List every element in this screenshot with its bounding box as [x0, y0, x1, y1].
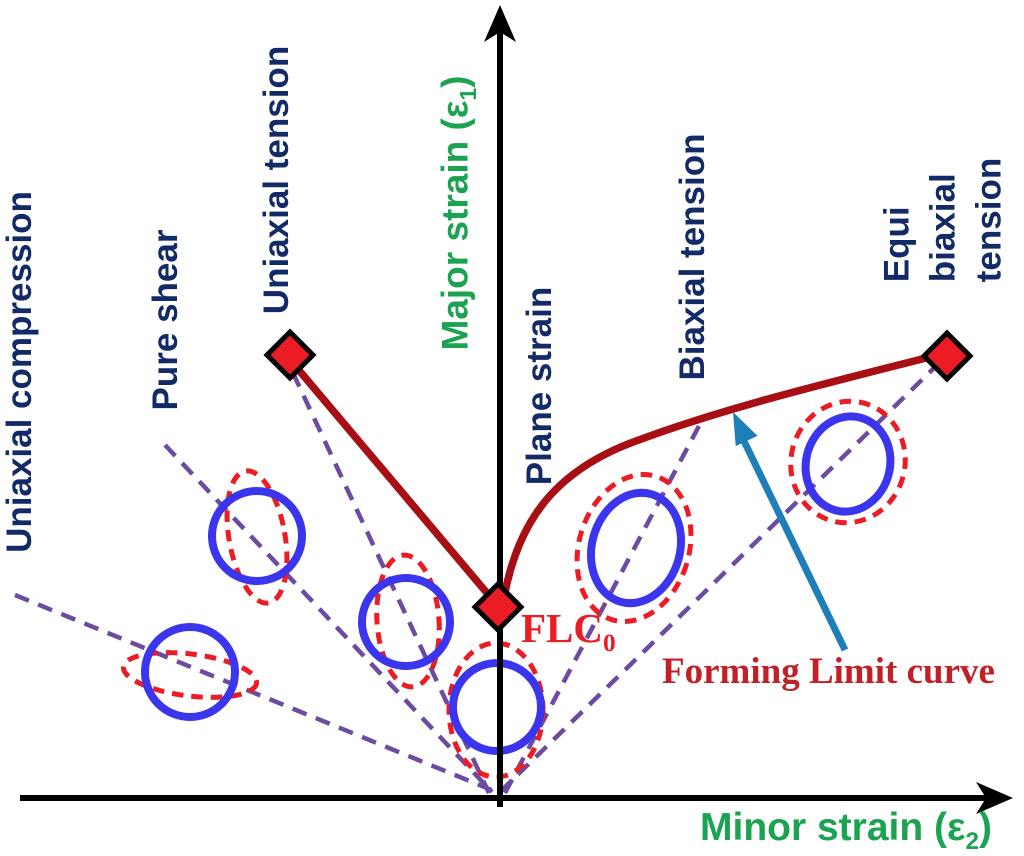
- path-line-pure-shear: [163, 443, 494, 794]
- deformed-ellipse-pure-shear: [224, 468, 290, 606]
- diamond-equi-biaxial: [920, 329, 974, 383]
- y-axis-label-sub: 1: [454, 87, 481, 101]
- path-label-equi-biaxial-tension: Equi biaxial tension: [877, 157, 1010, 283]
- circle-uniaxial-tension: [358, 574, 454, 670]
- path-line-equi-biaxial-tension: [498, 366, 936, 794]
- diamond-uniaxial-tension: [263, 328, 317, 382]
- flc0-label-sub: 0: [603, 629, 616, 658]
- path-line-biaxial-tension: [503, 422, 702, 795]
- diamond-flc0: [471, 580, 525, 634]
- path-label-uniaxial-compression: Uniaxial compression: [0, 191, 39, 553]
- flc0-label-text: FLC: [521, 605, 603, 651]
- annotation-arrow-head: [733, 412, 758, 447]
- y-axis-label: Major strain (ε1): [432, 76, 481, 351]
- path-line-uniaxial-compression: [14, 592, 495, 794]
- x-axis-label: Minor strain (ε2): [700, 806, 992, 853]
- circle-biaxial-tension: [586, 488, 686, 608]
- path-label-plane-strain: Plane strain: [519, 286, 559, 486]
- deformed-ellipse-uniaxial-tension: [374, 552, 442, 690]
- circle-uniaxial-compression: [141, 623, 239, 721]
- deformed-ellipse-uniaxial-compression: [120, 650, 260, 700]
- forming-limit-curve-label: Forming Limit curve: [662, 651, 995, 692]
- path-label-uniaxial-tension: Uniaxial tension: [256, 45, 296, 315]
- y-axis-arrowhead: [484, 5, 516, 42]
- flc-curve-left-branch: [288, 358, 496, 603]
- x-axis-label-close: ): [978, 806, 992, 849]
- deformed-ellipse-biaxial-tension: [574, 471, 694, 625]
- path-label-pure-shear: Pure shear: [145, 229, 185, 411]
- y-axis-label-close: ): [434, 75, 476, 88]
- annotation-arrow-shaft: [739, 437, 849, 652]
- deformed-ellipse-equi-biaxial: [788, 398, 908, 526]
- x-axis-arrowhead: [976, 782, 1013, 814]
- circle-pure-shear: [208, 487, 306, 585]
- x-axis-label-sub: 2: [965, 827, 979, 855]
- circle-equi-biaxial: [801, 412, 895, 516]
- flc0-label: FLC0: [521, 605, 616, 656]
- flc-curve-right-branch: [500, 353, 934, 602]
- path-label-biaxial-tension: Biaxial tension: [672, 133, 712, 381]
- y-axis-label-text: Major strain (ε: [434, 100, 476, 351]
- x-axis-label-text: Minor strain (ε: [700, 806, 966, 849]
